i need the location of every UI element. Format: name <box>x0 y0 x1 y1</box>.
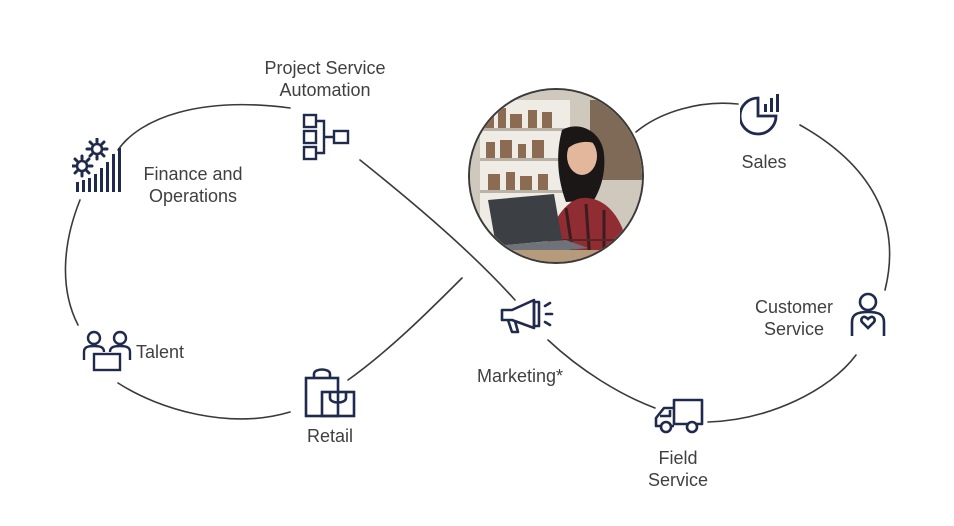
finance-operations-label: Finance and Operations <box>143 164 243 206</box>
connector-finance-to-project <box>117 103 291 151</box>
connector-retail-to-center <box>347 277 463 381</box>
pie-bars-icon <box>740 94 779 136</box>
connector-marketing-to-field <box>547 339 656 409</box>
truck-icon <box>654 398 704 434</box>
flowchart-icon <box>302 113 350 161</box>
gears-bars-icon <box>72 138 121 192</box>
shopping-bag-icon <box>304 368 356 418</box>
marketing-label: Marketing* <box>476 366 564 386</box>
megaphone-icon <box>500 298 554 334</box>
connector-customer-to-sales <box>799 124 891 291</box>
field-service-label: Field Service <box>647 448 709 490</box>
talent-label: Talent <box>136 342 185 362</box>
connector-project-to-marketing <box>359 159 516 301</box>
project-service-label: Project Service Automation <box>264 58 386 100</box>
people-desk-icon <box>82 330 132 372</box>
customer-service-label: Customer Service <box>754 297 834 339</box>
sales-label: Sales <box>741 152 787 172</box>
connector-sales-to-photo <box>635 102 739 133</box>
person-heart-icon <box>850 292 886 336</box>
connector-talent-to-retail <box>117 382 291 420</box>
retail-label: Retail <box>306 426 354 446</box>
connector-finance-to-talent <box>64 199 81 326</box>
person-with-laptop-photo <box>468 88 644 264</box>
connector-field-to-customer <box>707 354 857 423</box>
